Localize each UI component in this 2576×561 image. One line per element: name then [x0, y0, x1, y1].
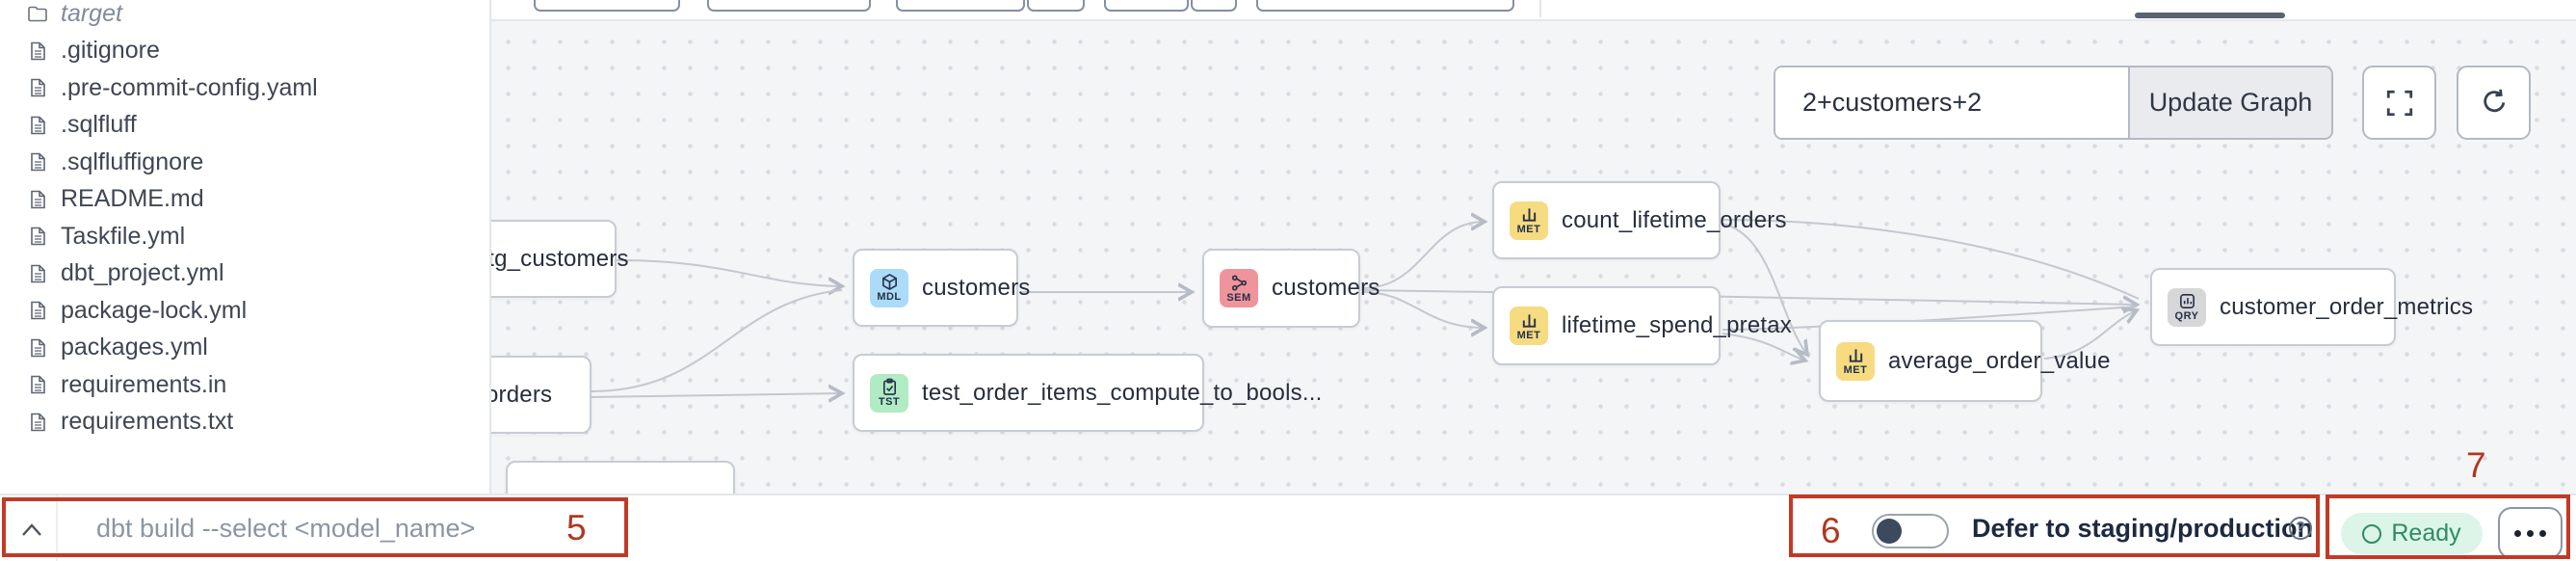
top-toolbar [489, 0, 2576, 21]
selector-value: 2+customers+2 [1802, 88, 1983, 117]
file-tree-item[interactable]: .gitignore [0, 33, 489, 70]
toolbar-button[interactable] [1104, 0, 1189, 12]
chevron-up-icon [22, 523, 41, 536]
toolbar-button[interactable] [534, 0, 680, 12]
file-tree-item[interactable]: .pre-commit-config.yaml [0, 69, 489, 107]
query-type-icon: QRY [2168, 287, 2206, 327]
help-icon[interactable]: ? [2289, 517, 2312, 540]
toolbar-button[interactable] [1256, 0, 1514, 12]
file-tree-item[interactable]: README.md [0, 181, 489, 219]
graph-selector-group: 2+customers+2 Update Graph [1774, 66, 2333, 140]
status-text: Ready [2391, 520, 2461, 547]
node-label: orders [486, 381, 553, 408]
status-badge: Ready [2341, 513, 2483, 554]
graph-node-average-order-value[interactable]: MET average_order_value [1819, 320, 2110, 402]
file-name: Taskfile.yml [61, 222, 186, 250]
graph-node-customers-semantic[interactable]: SEM customers [1202, 249, 1380, 328]
node-label: customers [922, 274, 1031, 301]
graph-node-customers-model[interactable]: MDL customers [853, 249, 1030, 327]
file-name: package-lock.yml [61, 296, 248, 324]
file-name: requirements.txt [61, 408, 234, 436]
file-name: .pre-commit-config.yaml [61, 73, 318, 101]
graph-node-lifetime-spend-pretax[interactable]: MET lifetime_spend_pretax [1492, 286, 1792, 365]
refresh-button[interactable] [2457, 66, 2531, 140]
test-type-icon: TST [870, 373, 908, 413]
command-input[interactable]: dbt build --select <model_name> [96, 514, 476, 543]
node-label: test_order_items_compute_to_bools... [922, 379, 1323, 406]
metric-type-icon: MET [1510, 307, 1548, 345]
update-graph-button[interactable]: Update Graph [2128, 67, 2331, 138]
bottom-command-bar: dbt build --select <model_name> Defer to… [0, 494, 2576, 561]
node-label: lifetime_spend_pretax [1562, 312, 1793, 338]
file-tree-item[interactable]: .sqlfluff [0, 107, 489, 145]
file-name: .gitignore [61, 37, 160, 65]
ellipsis-icon [2514, 529, 2521, 537]
metric-type-icon: MET [1510, 200, 1548, 240]
node-label: stg_customers [476, 245, 629, 272]
graph-node-customer-order-metrics[interactable]: QRY customer_order_metrics [2150, 268, 2473, 346]
toggle-knob [1877, 519, 1902, 544]
file-icon [31, 190, 45, 209]
file-icon [31, 413, 45, 432]
node-label: customers [1272, 275, 1380, 301]
file-tree-item[interactable]: Taskfile.yml [0, 218, 489, 255]
metric-type-icon: MET [1836, 341, 1875, 381]
toolbar-button[interactable] [1027, 0, 1085, 12]
file-tree-item[interactable]: target [0, 0, 489, 33]
file-tree-item[interactable]: .sqlfluffignore [0, 144, 489, 181]
file-name: README.md [61, 185, 204, 213]
folder-icon [28, 6, 47, 22]
file-name: .sqlfluff [61, 111, 137, 139]
graph-node-count-lifetime-orders[interactable]: MET count_lifetime_orders [1492, 181, 1786, 259]
file-icon [31, 41, 45, 61]
file-name: target [61, 0, 122, 27]
file-icon [31, 116, 45, 135]
toolbar-divider [1539, 0, 1541, 17]
file-tree-item[interactable]: requirements.txt [0, 404, 489, 441]
file-icon [31, 338, 45, 358]
file-icon [31, 227, 45, 246]
file-tree-list: target .gitignore [0, 0, 489, 441]
status-circle-icon [2362, 523, 2382, 544]
node-label: customer_order_metrics [2220, 293, 2474, 320]
defer-label: Defer to staging/production [1972, 514, 2313, 543]
file-name: requirements.in [61, 370, 227, 398]
file-tree-item[interactable]: packages.yml [0, 330, 489, 367]
overflow-menu-button[interactable] [2498, 507, 2563, 559]
file-icon [31, 152, 45, 172]
file-tree-item[interactable]: requirements.in [0, 366, 489, 404]
bottom-bar-divider [56, 495, 58, 561]
file-tree-panel: target .gitignore [0, 0, 491, 494]
file-name: packages.yml [61, 334, 208, 361]
active-tab-underline [2135, 13, 2285, 18]
refresh-icon [2483, 89, 2505, 112]
node-label: average_order_value [1888, 347, 2111, 374]
node-label: count_lifetime_orders [1562, 206, 1787, 233]
file-icon [31, 264, 45, 283]
collapse-panel-button[interactable] [12, 510, 52, 550]
model-type-icon: MDL [870, 268, 908, 307]
graph-node-clipped[interactable] [506, 461, 735, 499]
toolbar-button[interactable] [896, 0, 1025, 12]
file-icon [31, 78, 45, 97]
fullscreen-button[interactable] [2362, 66, 2436, 140]
file-icon [31, 301, 45, 320]
graph-node-test-order-items[interactable]: TST test_order_items_compute_to_bools... [853, 354, 1322, 432]
file-tree-item[interactable]: package-lock.yml [0, 292, 489, 330]
toolbar-button[interactable] [707, 0, 871, 12]
file-name: dbt_project.yml [61, 259, 224, 287]
file-tree-item[interactable]: dbt_project.yml [0, 255, 489, 293]
selector-input[interactable]: 2+customers+2 [1775, 67, 2128, 138]
toolbar-button[interactable] [1191, 0, 1237, 12]
defer-toggle[interactable] [1872, 514, 1949, 548]
semantic-type-icon: SEM [1220, 269, 1258, 307]
file-icon [31, 375, 45, 394]
file-name: .sqlfluffignore [61, 147, 204, 175]
fullscreen-icon [2386, 90, 2412, 116]
